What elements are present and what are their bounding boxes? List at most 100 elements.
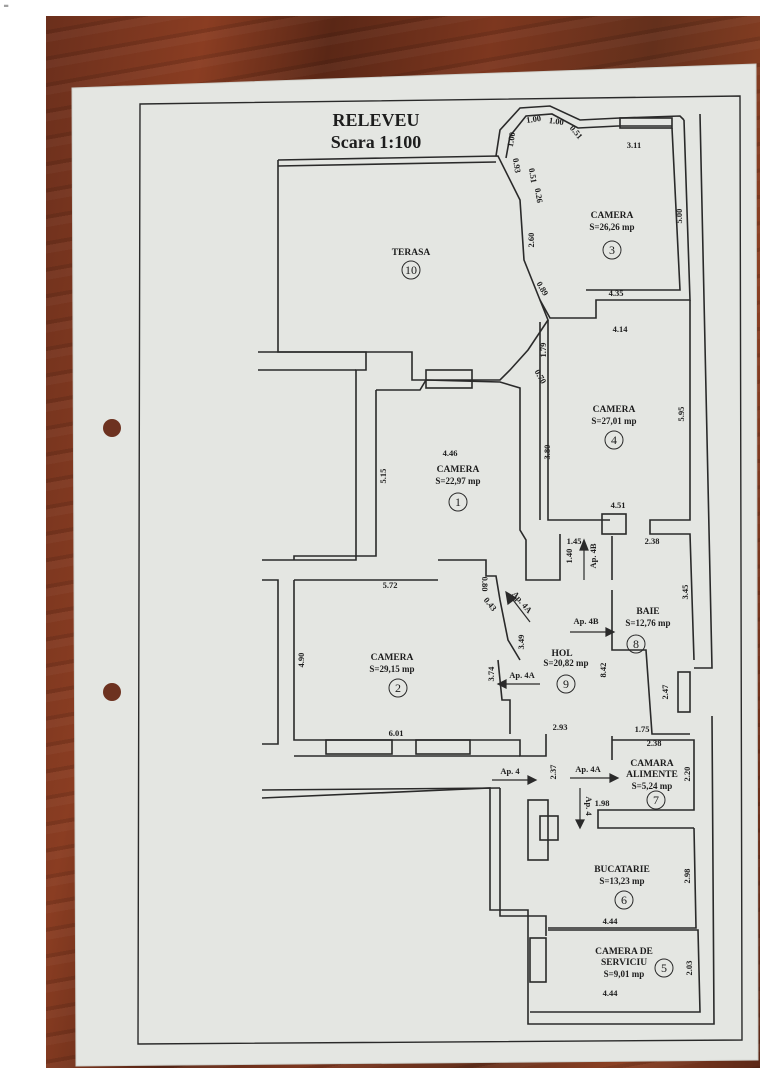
dim-5-95: 5.95: [676, 407, 686, 422]
ap-4-left: Ap. 4: [500, 766, 520, 776]
wall-west-block: [258, 351, 367, 561]
ap-4a-hol: Ap. 4A: [509, 670, 535, 680]
room-2-area: S=29,15 mp: [369, 664, 414, 674]
dim-0-26: 0.26: [533, 187, 545, 203]
corner-mark: ═: [4, 2, 9, 10]
punch-hole-top: [103, 419, 121, 437]
window-terasa: [425, 369, 473, 389]
dim-3-11: 3.11: [627, 140, 641, 150]
room-4-number: 4: [611, 433, 617, 447]
dim-0-93: 0.93: [511, 157, 523, 173]
dim-1-40: 1.40: [564, 549, 574, 564]
dim-4-14: 4.14: [613, 324, 629, 334]
column-room4: [601, 513, 627, 535]
dim-2-38a: 2.38: [645, 536, 660, 546]
room-8-area: S=12,76 mp: [625, 618, 670, 628]
room-6-area: S=13,23 mp: [599, 876, 644, 886]
window-room3: [619, 117, 673, 129]
room-10-number: 10: [405, 263, 417, 277]
wall-service: [530, 929, 701, 1013]
wall-room4: [547, 320, 610, 521]
room-1-number: 1: [455, 495, 461, 509]
room-4-marker: [604, 430, 624, 450]
wall-east-outer: [694, 113, 713, 669]
dim-1-00b: 1.00: [548, 115, 564, 127]
wall-terasa: [277, 155, 549, 381]
wall-camara: [597, 739, 695, 829]
room-2-name: CAMERA: [371, 653, 414, 663]
room-9-number: 9: [563, 677, 569, 691]
dim-1-00a: 1.00: [526, 113, 542, 125]
room-3-area: S=26,26 mp: [589, 222, 634, 232]
dim-6-01: 6.01: [389, 728, 404, 738]
dim-8-42: 8.42: [598, 663, 608, 678]
room-2-marker: [388, 678, 408, 698]
column-kitchen-b: [539, 815, 559, 841]
room-7-marker: [646, 790, 666, 810]
dim-5-72: 5.72: [383, 580, 398, 590]
room-4-name: CAMERA: [593, 405, 636, 415]
room-7-name-line1: CAMARA: [630, 759, 673, 769]
room-5-marker: [654, 958, 674, 978]
room-1-area: S=22,97 mp: [435, 476, 480, 486]
walls: [258, 105, 715, 1025]
dim-2-60: 2.60: [526, 233, 536, 248]
dim-1-45: 1.45: [567, 536, 582, 546]
room-8-number: 8: [633, 637, 639, 651]
room-9-marker: [556, 674, 576, 694]
window-baie: [677, 671, 691, 713]
dim-2-03: 2.03: [684, 961, 694, 976]
wall-baie: [611, 590, 690, 735]
punch-hole-bottom: [103, 683, 121, 701]
room-8-name: BAIE: [636, 607, 659, 617]
dim-4-51: 4.51: [611, 500, 626, 510]
room-7-area: S=5,24 mp: [632, 781, 673, 791]
room-10-marker: [401, 260, 421, 280]
room-3-number: 3: [609, 243, 615, 257]
room-9-area: S=20,82 mp: [543, 658, 588, 668]
dim-2-93: 2.93: [553, 722, 568, 732]
room-6-marker: [614, 890, 634, 910]
wall-room2: [262, 579, 279, 745]
ap-4b-top: Ap. 4B: [588, 543, 598, 568]
wall-kitchen-west: [499, 788, 547, 936]
dim-3-74: 3.74: [486, 666, 496, 682]
dim-2-38b: 2.38: [647, 738, 662, 748]
dim-4-44b: 4.44: [603, 988, 619, 998]
dim-4-44a: 4.44: [603, 916, 619, 926]
wall-room3: [539, 119, 691, 319]
wall-room1-left: [293, 390, 377, 560]
dim-1-00c: 1.00: [505, 131, 517, 147]
room-9-name: HOL: [551, 649, 572, 659]
ap-4b-baie: Ap. 4B: [573, 616, 598, 626]
wall-bay-inner: [505, 113, 672, 159]
room-1-name: CAMERA: [437, 465, 480, 475]
window-room2-a: [325, 739, 393, 755]
room-5-name-line1: CAMERA DE: [595, 947, 653, 957]
dim-4-46: 4.46: [443, 448, 458, 458]
passage-arrows: [492, 538, 620, 830]
wall-terasa-inner: [277, 161, 497, 167]
wall-room1-inner: [438, 559, 521, 661]
paper-sheet: [71, 63, 759, 1067]
wall-room1: [376, 379, 561, 581]
room-2-number: 2: [395, 681, 401, 695]
dim-2-98: 2.98: [682, 869, 692, 884]
room-6-number: 6: [621, 893, 627, 907]
dim-2-37: 2.37: [548, 764, 558, 780]
wall-bay-outer: [495, 105, 685, 157]
ap-4a-camara: Ap. 4A: [575, 764, 601, 774]
plan-scale: Scara 1:100: [331, 132, 421, 152]
dim-4-90: 4.90: [296, 653, 306, 668]
wall-room2-box: [293, 580, 547, 757]
dim-1-79: 1.79: [538, 343, 548, 358]
dim-1-75: 1.75: [635, 724, 650, 734]
column-kitchen: [527, 799, 549, 861]
dim-1-98: 1.98: [595, 798, 610, 808]
room-5-number: 5: [661, 961, 667, 975]
dim-3-49: 3.49: [516, 635, 526, 650]
room-5-area: S=9,01 mp: [604, 969, 645, 979]
dim-0-80: 0.80: [480, 577, 490, 592]
dim-2-20: 2.20: [682, 767, 692, 782]
